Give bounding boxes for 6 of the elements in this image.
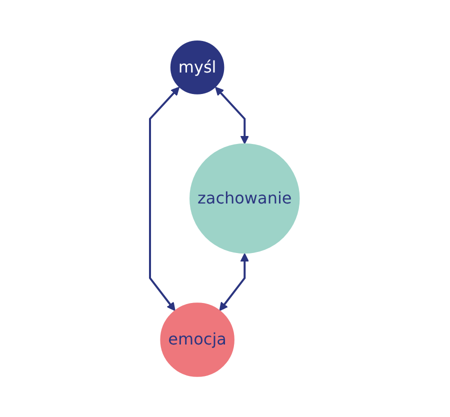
arrow — [215, 86, 250, 144]
node-circle: myśl — [170, 40, 225, 94]
node-circle: emocja — [160, 302, 235, 377]
arrow — [149, 86, 180, 311]
node-circle: zachowanie — [190, 143, 300, 254]
arrow — [220, 252, 250, 311]
